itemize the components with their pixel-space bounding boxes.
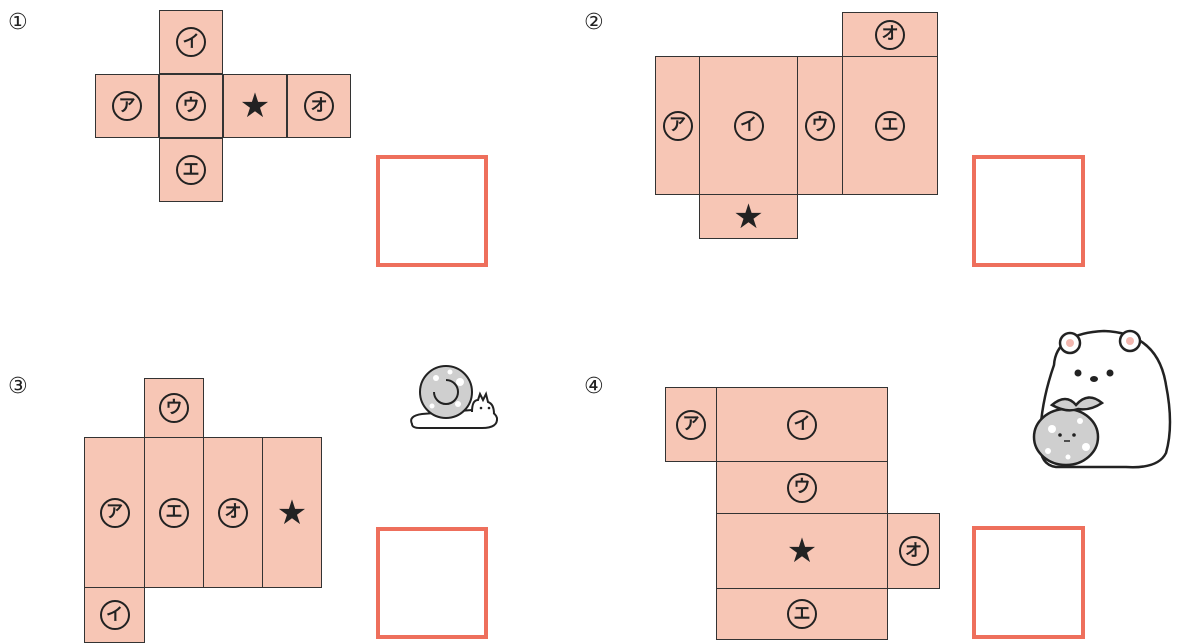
net-face: オ [287,74,351,138]
net-face: ★ [262,437,322,588]
face-label: イ [176,27,206,57]
net-face: ア [665,387,717,462]
face-label: エ [159,497,189,528]
net-face: イ [699,56,798,195]
face-label: エ [875,110,905,141]
face-label: エ [787,599,817,629]
problem-number: ② [584,10,604,35]
star-icon: ★ [786,531,818,571]
face-label: オ [218,497,248,528]
answer-box[interactable] [972,155,1085,267]
net-face: ア [95,74,159,138]
face-label: イ [99,600,130,630]
net-face: ★ [223,74,287,138]
net-face: ウ [797,56,843,195]
net-face: ウ [716,461,888,514]
face-label: ウ [176,91,206,121]
net-face: ★ [699,194,798,239]
net-face: ウ [144,378,204,438]
net-face: エ [842,56,938,195]
net-face: エ [144,437,204,588]
net-face: エ [159,138,223,202]
face-label: ウ [787,472,817,503]
answer-box[interactable] [972,526,1085,639]
problem-number: ④ [584,374,604,399]
star-icon: ★ [733,196,764,237]
net-face: イ [84,587,145,643]
polar-bear-icon [1032,329,1172,469]
face-label: エ [176,155,206,185]
problem-number: ③ [8,374,28,399]
snail-icon [410,365,499,429]
problem-number: ① [8,10,28,35]
star-icon: ★ [239,86,271,126]
net-face: ウ [159,74,223,138]
face-label: ア [676,409,706,440]
net-face: ★ [716,513,888,589]
net-face: オ [203,437,263,588]
face-label: ア [99,497,130,528]
face-label: イ [787,409,817,440]
net-face: ア [84,437,145,588]
face-label: ア [662,110,693,141]
face-label: オ [875,19,905,50]
net-face: イ [159,10,223,74]
face-label: オ [898,536,929,566]
net-face: エ [716,588,888,640]
face-label: イ [733,110,764,141]
face-label: ウ [159,393,189,423]
face-label: オ [304,91,334,121]
answer-box[interactable] [376,155,488,267]
net-face: オ [842,12,938,57]
star-icon: ★ [276,492,308,533]
face-label: ア [112,91,142,121]
answer-box[interactable] [376,527,488,639]
net-face: オ [887,513,940,589]
face-label: ウ [805,110,835,141]
net-face: ア [655,56,700,195]
net-face: イ [716,387,888,462]
